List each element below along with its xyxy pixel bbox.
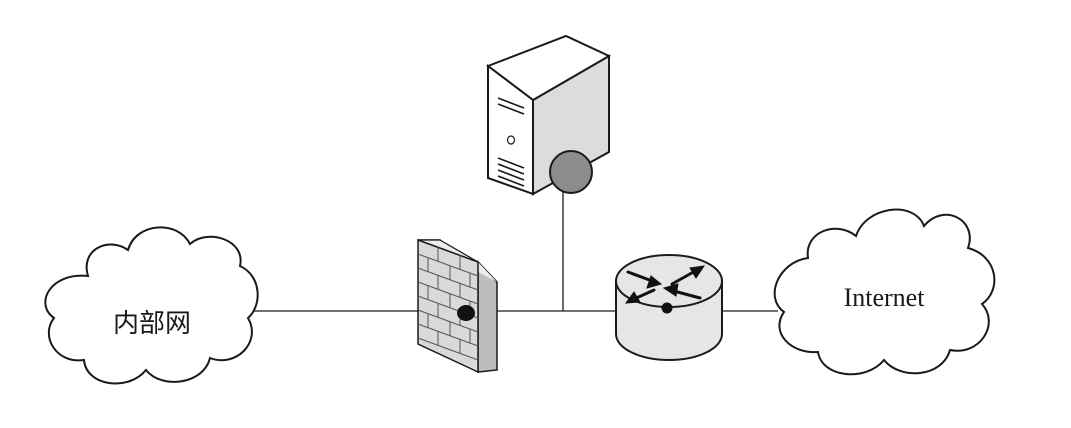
connections <box>252 190 778 312</box>
firewall-icon <box>417 238 498 374</box>
internet-label: Internet <box>844 283 926 312</box>
internet-cloud: Internet <box>773 208 996 376</box>
cloud-icon <box>773 208 996 376</box>
server <box>485 34 612 196</box>
cloud-icon <box>44 226 259 385</box>
firewall <box>417 238 498 374</box>
server-port <box>549 150 593 194</box>
router <box>615 254 723 361</box>
server-icon <box>485 34 612 196</box>
internal-network-label: 内部网 <box>113 309 191 338</box>
internal-network-cloud: 内部网 <box>44 226 259 385</box>
firewall-port <box>457 305 475 321</box>
router-icon <box>615 254 723 361</box>
